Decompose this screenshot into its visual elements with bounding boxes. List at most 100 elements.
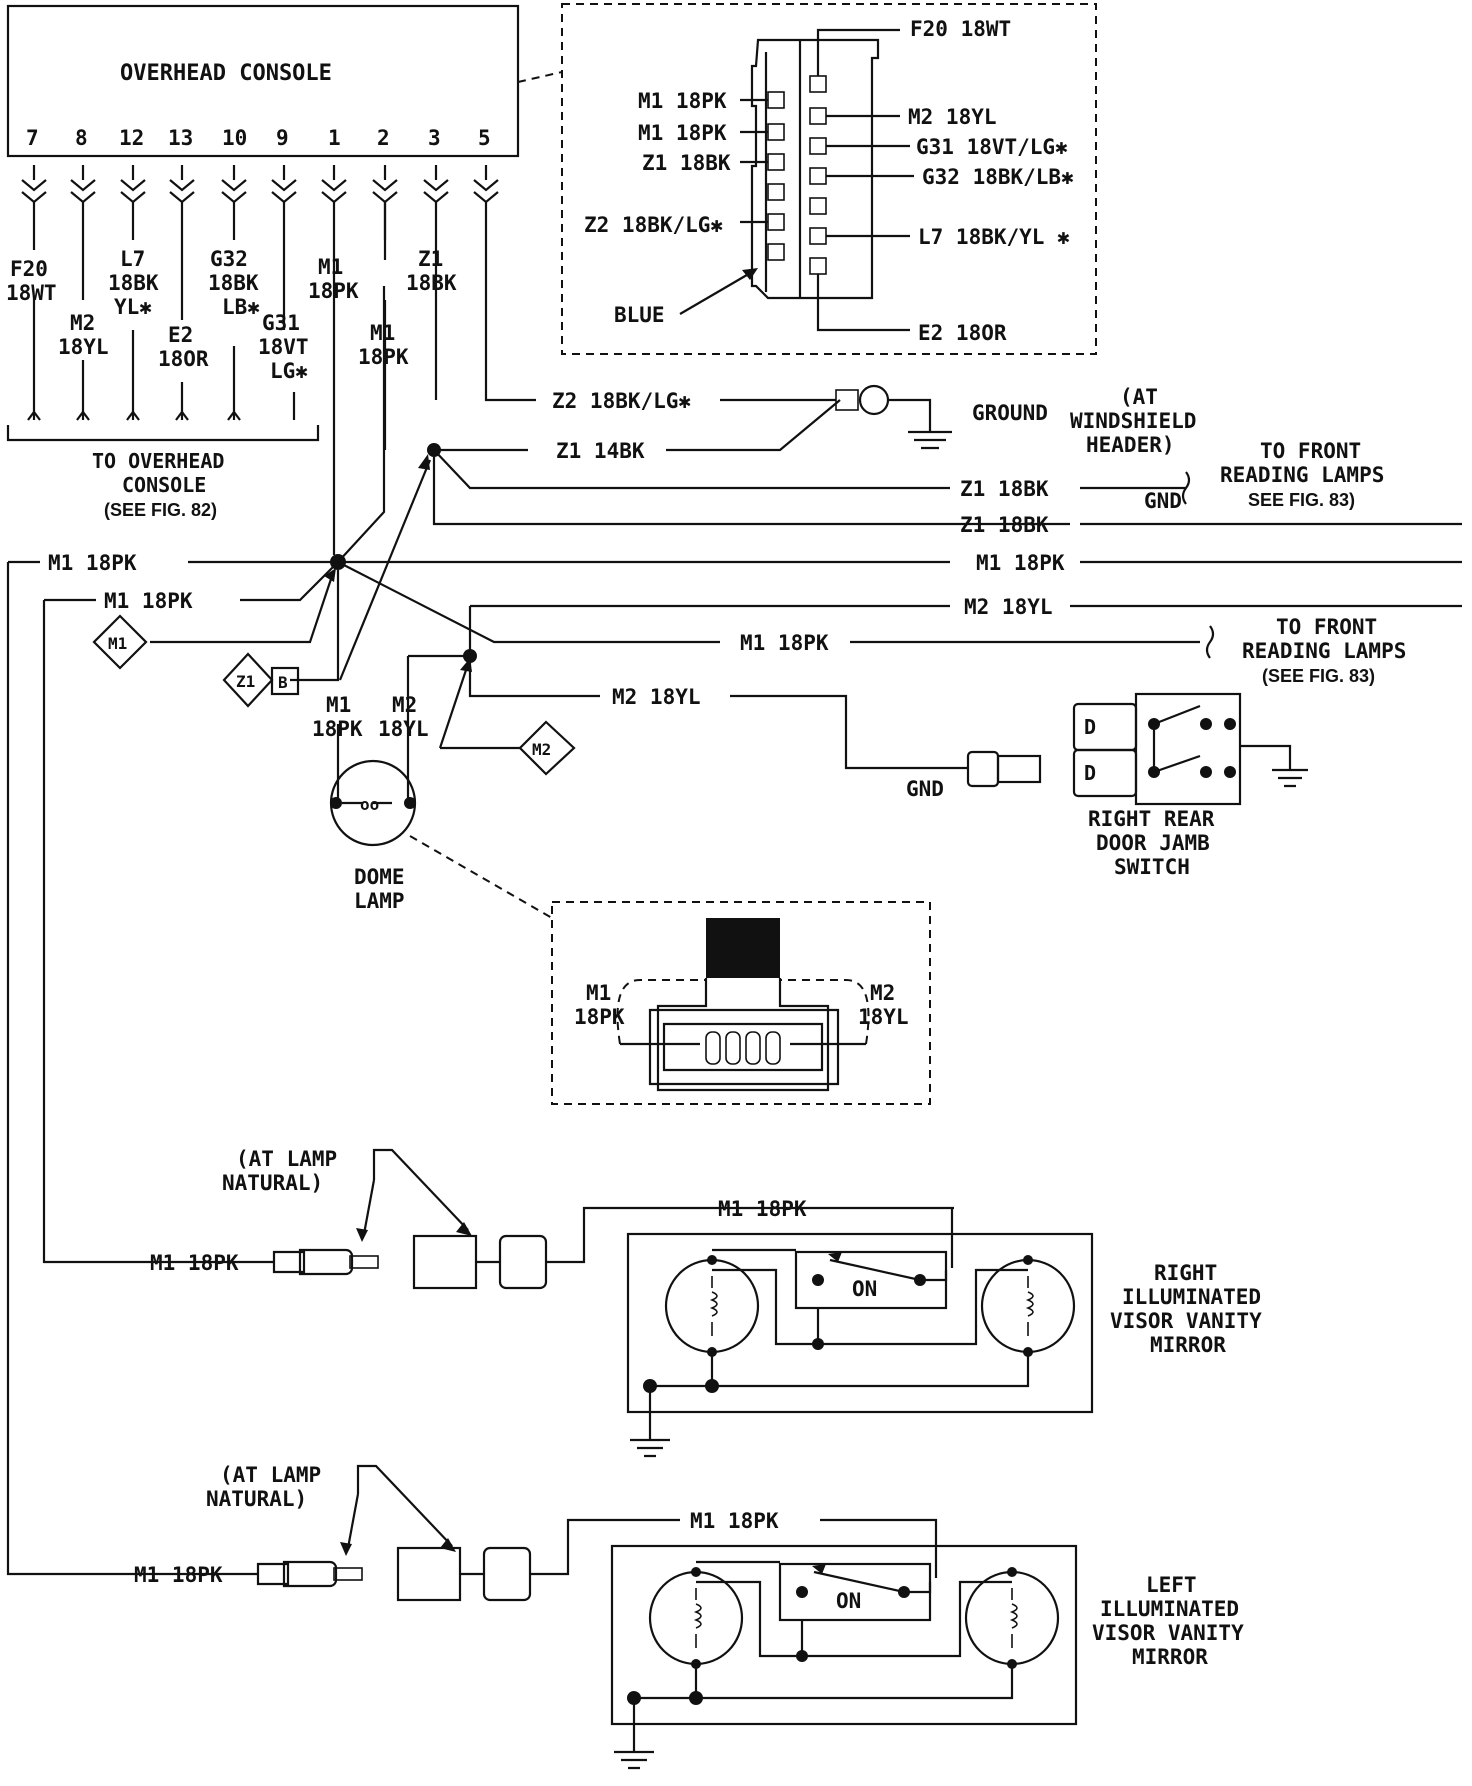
- ground-label: GROUND: [972, 401, 1048, 425]
- right-mirror-label: RIGHT: [1154, 1261, 1217, 1285]
- m1-bus: M1 18PK M1 18PK M1 18PK M1 18PK TO FRONT…: [6, 286, 1462, 1576]
- z1-a-label: Z1 18BK: [960, 477, 1049, 501]
- console-pins: 7 8 12 13 10 9 1 2 3 5: [26, 126, 491, 150]
- dome-m1: M1: [326, 693, 351, 717]
- connector-label: F20 18WT: [910, 17, 1011, 41]
- wire-label: YL✱: [114, 295, 152, 319]
- door-switch-label: SWITCH: [1114, 855, 1190, 879]
- wire-label: G32: [210, 247, 248, 271]
- console-pin: 2: [377, 126, 390, 150]
- ground-z2-label: Z2 18BK/LG✱: [552, 389, 691, 413]
- wire-label: L7: [120, 247, 145, 271]
- dome-detail: M1 18PK M2 18YL: [551, 901, 931, 1105]
- dome-filament: oo: [360, 795, 379, 814]
- wire-label: 18BK: [108, 271, 159, 295]
- wire-label: 18PK: [308, 279, 359, 303]
- z1-b-label: Z1 18BK: [960, 513, 1049, 537]
- wire-label: LG✱: [270, 359, 308, 383]
- connector-label: M2 18YL: [908, 105, 997, 129]
- front-lamps-2: TO FRONT: [1276, 615, 1377, 639]
- m1-left2: M1 18PK: [104, 589, 193, 613]
- console-pin: 7: [26, 126, 39, 150]
- right-switch-on: ON: [852, 1277, 877, 1301]
- console-pin: 8: [75, 126, 88, 150]
- to-console-label: TO OVERHEAD CONSOLE (SEE FIG. 82): [92, 449, 224, 520]
- wire-label: G31: [262, 311, 300, 335]
- left-note: (AT LAMP: [220, 1463, 321, 1487]
- console-title: OVERHEAD CONSOLE: [120, 61, 332, 86]
- right-mirror-label: ILLUMINATED: [1122, 1285, 1261, 1309]
- console-pin: 9: [276, 126, 289, 150]
- front-lamps-2: READING LAMPS: [1242, 639, 1406, 663]
- left-mirror-label: MIRROR: [1132, 1645, 1208, 1669]
- front-lamps-2: (SEE FIG. 83): [1262, 666, 1375, 686]
- console-pin: 1: [328, 126, 341, 150]
- right-note: NATURAL): [222, 1171, 323, 1195]
- right-feed-top: M1 18PK: [718, 1197, 807, 1221]
- wire-label: M1: [318, 255, 343, 279]
- connector-label: M1 18PK: [638, 89, 727, 113]
- ground-z1-label: Z1 14BK: [556, 439, 645, 463]
- dome-m2: 18YL: [378, 717, 429, 741]
- wire-label: LB✱: [222, 295, 260, 319]
- left-note: NATURAL): [206, 1487, 307, 1511]
- m2-switch-label: M2 18YL: [612, 685, 701, 709]
- left-mirror-label: LEFT: [1146, 1573, 1197, 1597]
- front-lamps-1: TO FRONT: [1260, 439, 1361, 463]
- m2-right-label: M2 18YL: [964, 595, 1053, 619]
- switch-gnd-label: GND: [906, 777, 944, 801]
- left-switch-on: ON: [836, 1589, 861, 1613]
- wire-label: E2: [168, 323, 193, 347]
- dome-m2: M2: [392, 693, 417, 717]
- m1-main-right: M1 18PK: [976, 551, 1065, 575]
- connector-label: BLUE: [614, 303, 665, 327]
- door-switch-term: D: [1084, 761, 1096, 785]
- front-lamps-1: READING LAMPS: [1220, 463, 1384, 487]
- ground-location: HEADER): [1086, 433, 1175, 457]
- connector-label: Z1 18BK: [642, 151, 731, 175]
- wire-label: 18BK: [208, 271, 259, 295]
- connector-label: L7 18BK/YL ✱: [918, 225, 1070, 249]
- wire-label: F20: [10, 257, 48, 281]
- right-feed-in: M1 18PK: [150, 1251, 239, 1275]
- wire-label: 18VT: [258, 335, 309, 359]
- to-console-line: TO OVERHEAD: [92, 449, 224, 473]
- door-switch-label: RIGHT REAR: [1088, 807, 1215, 831]
- overhead-console: OVERHEAD CONSOLE 7 8 12 13 10 9 1 2 3 5: [6, 4, 520, 555]
- wire-label: 18WT: [6, 281, 57, 305]
- left-mirror-label: ILLUMINATED: [1100, 1597, 1239, 1621]
- m1-front: M1 18PK: [740, 631, 829, 655]
- splice-z1-b: B: [278, 673, 288, 692]
- console-wire-labels: F20 18WT M2 18YL L7 18BK YL✱ E2 18OR G32…: [6, 247, 457, 383]
- wire-label: Z1: [418, 247, 443, 271]
- console-pin: 5: [478, 126, 491, 150]
- detail-m2: 18YL: [858, 1005, 909, 1029]
- left-mirror: (AT LAMP NATURAL) M1 18PK M1 18PK ON LEF…: [120, 1463, 1244, 1770]
- to-console-line: CONSOLE: [122, 473, 206, 497]
- front-lamps-1: SEE FIG. 83): [1248, 490, 1355, 510]
- splice-z1: Z1: [236, 672, 255, 691]
- console-pin: 3: [428, 126, 441, 150]
- detail-m1: 18PK: [574, 1005, 625, 1029]
- door-jamb-switch: D D RIGHT REAR DOOR JAMB SWITCH: [966, 692, 1308, 879]
- detail-m1: M1: [586, 981, 611, 1005]
- m1-main-left: M1 18PK: [48, 551, 137, 575]
- dome-m1: 18PK: [312, 717, 363, 741]
- wire-label: 18BK: [406, 271, 457, 295]
- ground-location: WINDSHIELD: [1070, 409, 1196, 433]
- console-pin: 10: [222, 126, 247, 150]
- detail-m2: M2: [870, 981, 895, 1005]
- z1-branches: Z1 18BK GND TO FRONT READING LAMPS SEE F…: [338, 439, 1462, 681]
- connector-label: M1 18PK: [638, 121, 727, 145]
- left-mirror-label: VISOR VANITY: [1092, 1621, 1244, 1645]
- right-mirror-label: MIRROR: [1150, 1333, 1226, 1357]
- splice-m2: M2: [532, 740, 551, 759]
- door-switch-term: D: [1084, 715, 1096, 739]
- connector-label: G32 18BK/LB✱: [922, 165, 1074, 189]
- ground-section: Z2 18BK/LG✱ Z1 14BK GROUND (AT WINDSHIEL…: [434, 202, 1196, 463]
- connector-label: G31 18VT/LG✱: [916, 135, 1068, 159]
- left-feed-top: M1 18PK: [690, 1509, 779, 1533]
- left-feed-in: M1 18PK: [134, 1563, 223, 1587]
- dome-label: DOME: [354, 865, 405, 889]
